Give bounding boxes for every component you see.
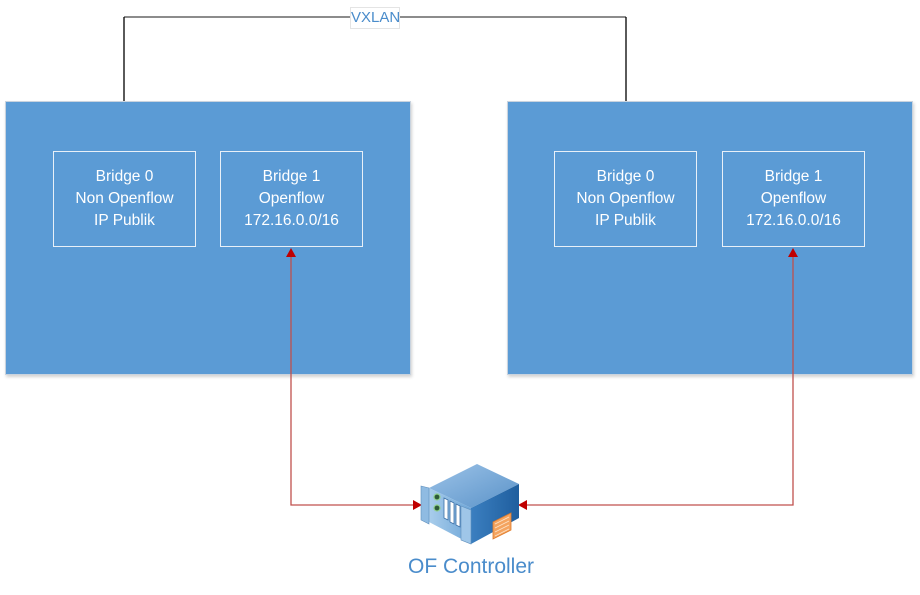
bridge-0-box[interactable]: Bridge 0 Non Openflow IP Publik [53, 151, 196, 247]
bridge-type: Openflow [258, 190, 325, 207]
controller-label: OF Controller [407, 555, 535, 578]
bridge-0-box[interactable]: Bridge 0 Non Openflow IP Publik [554, 151, 697, 247]
bridge-network: IP Publik [595, 212, 656, 229]
host-right: Bridge 0 Non Openflow IP Publik Bridge 1… [507, 101, 913, 375]
arrow-head-right-bridge1 [788, 248, 798, 257]
bridge-name: Bridge 1 [764, 168, 823, 185]
server-icon[interactable] [415, 460, 530, 548]
bridge-network: 172.16.0.0/16 [244, 212, 339, 229]
bridge-name: Bridge 1 [262, 168, 321, 185]
vxlan-label: VXLAN [350, 7, 400, 29]
bridge-type: Non Openflow [576, 190, 675, 207]
bridge-name: Bridge 0 [596, 168, 655, 185]
host-left: Bridge 0 Non Openflow IP Publik Bridge 1… [5, 101, 411, 375]
arrow-head-left-bridge1 [286, 248, 296, 257]
controller-link-right [526, 256, 794, 506]
bridge-network: IP Publik [94, 212, 155, 229]
bridge-1-box[interactable]: Bridge 1 Openflow 172.16.0.0/16 [220, 151, 363, 247]
bridge-type: Non Openflow [75, 190, 174, 207]
controller-link-left [290, 256, 414, 506]
bridge-1-box[interactable]: Bridge 1 Openflow 172.16.0.0/16 [722, 151, 865, 247]
bridge-name: Bridge 0 [95, 168, 154, 185]
arrow-head-controller-right [518, 500, 527, 510]
bridge-type: Openflow [760, 190, 827, 207]
arrow-head-controller-left [413, 500, 422, 510]
bridge-network: 172.16.0.0/16 [746, 212, 841, 229]
